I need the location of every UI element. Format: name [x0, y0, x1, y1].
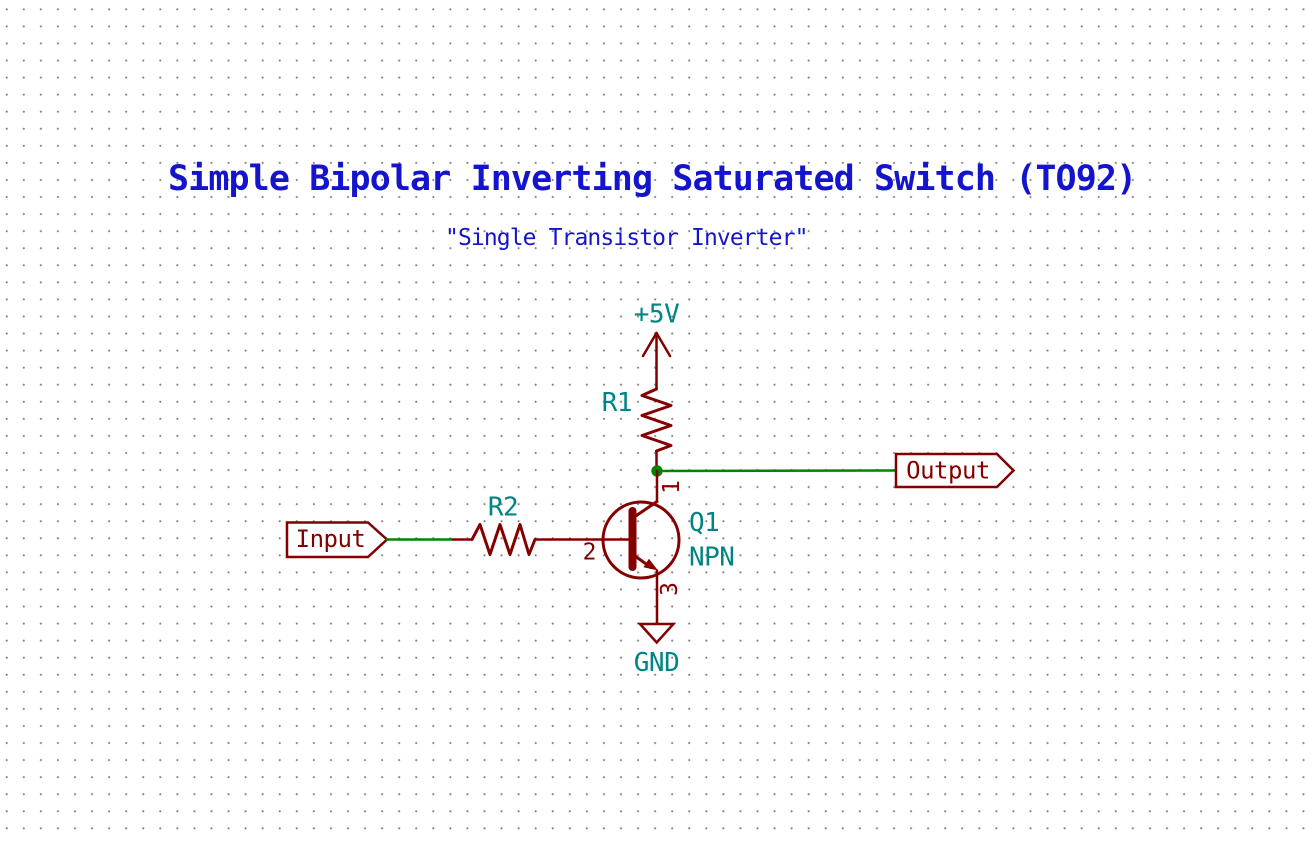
transistor-q1[interactable]: 1 2 3 Q1 NPN	[583, 469, 735, 626]
pin-number-collector: 1	[659, 480, 685, 494]
net-label-output[interactable]: Output	[894, 452, 1016, 489]
power-5v-label: +5V	[634, 300, 679, 330]
transistor-q1-ref: Q1	[689, 508, 719, 538]
output-tag-text: Output	[906, 457, 990, 485]
output-tag-shape	[894, 452, 1016, 489]
resistor-r1-ref: R1	[602, 388, 632, 418]
resistor-r1-zigzag	[640, 387, 673, 453]
gnd-triangle	[637, 622, 677, 645]
resistor-r2[interactable]: R2	[451, 493, 631, 556]
power-arrow-right-wing	[655, 331, 672, 358]
transistor-collector-diagonal	[633, 500, 659, 518]
resistor-r1[interactable]: R1	[602, 387, 673, 473]
gnd-label: GND	[634, 648, 679, 678]
schematic-title[interactable]: Simple Bipolar Inverting Saturated Switc…	[168, 159, 1137, 199]
pin-number-emitter: 3	[657, 582, 683, 596]
input-tag-text: Input	[296, 525, 366, 553]
resistor-r2-zigzag	[470, 523, 537, 556]
transistor-emitter-arrow-icon	[643, 558, 658, 571]
net-label-input[interactable]: Input	[285, 521, 389, 559]
input-tag-shape	[285, 521, 389, 559]
gnd-symbol[interactable]: GND	[634, 622, 680, 678]
resistor-r2-ref: R2	[488, 493, 518, 523]
schematic-subtitle[interactable]: "Single Transistor Inverter"	[445, 225, 808, 251]
pin-number-base: 2	[583, 540, 597, 566]
wire-collector-to-output[interactable]	[655, 469, 898, 473]
transistor-q1-value: NPN	[689, 543, 734, 573]
power-arrow-left-wing	[641, 331, 658, 358]
transistor-body-circle	[601, 500, 681, 580]
power-flag-5v[interactable]: +5V	[634, 300, 680, 391]
